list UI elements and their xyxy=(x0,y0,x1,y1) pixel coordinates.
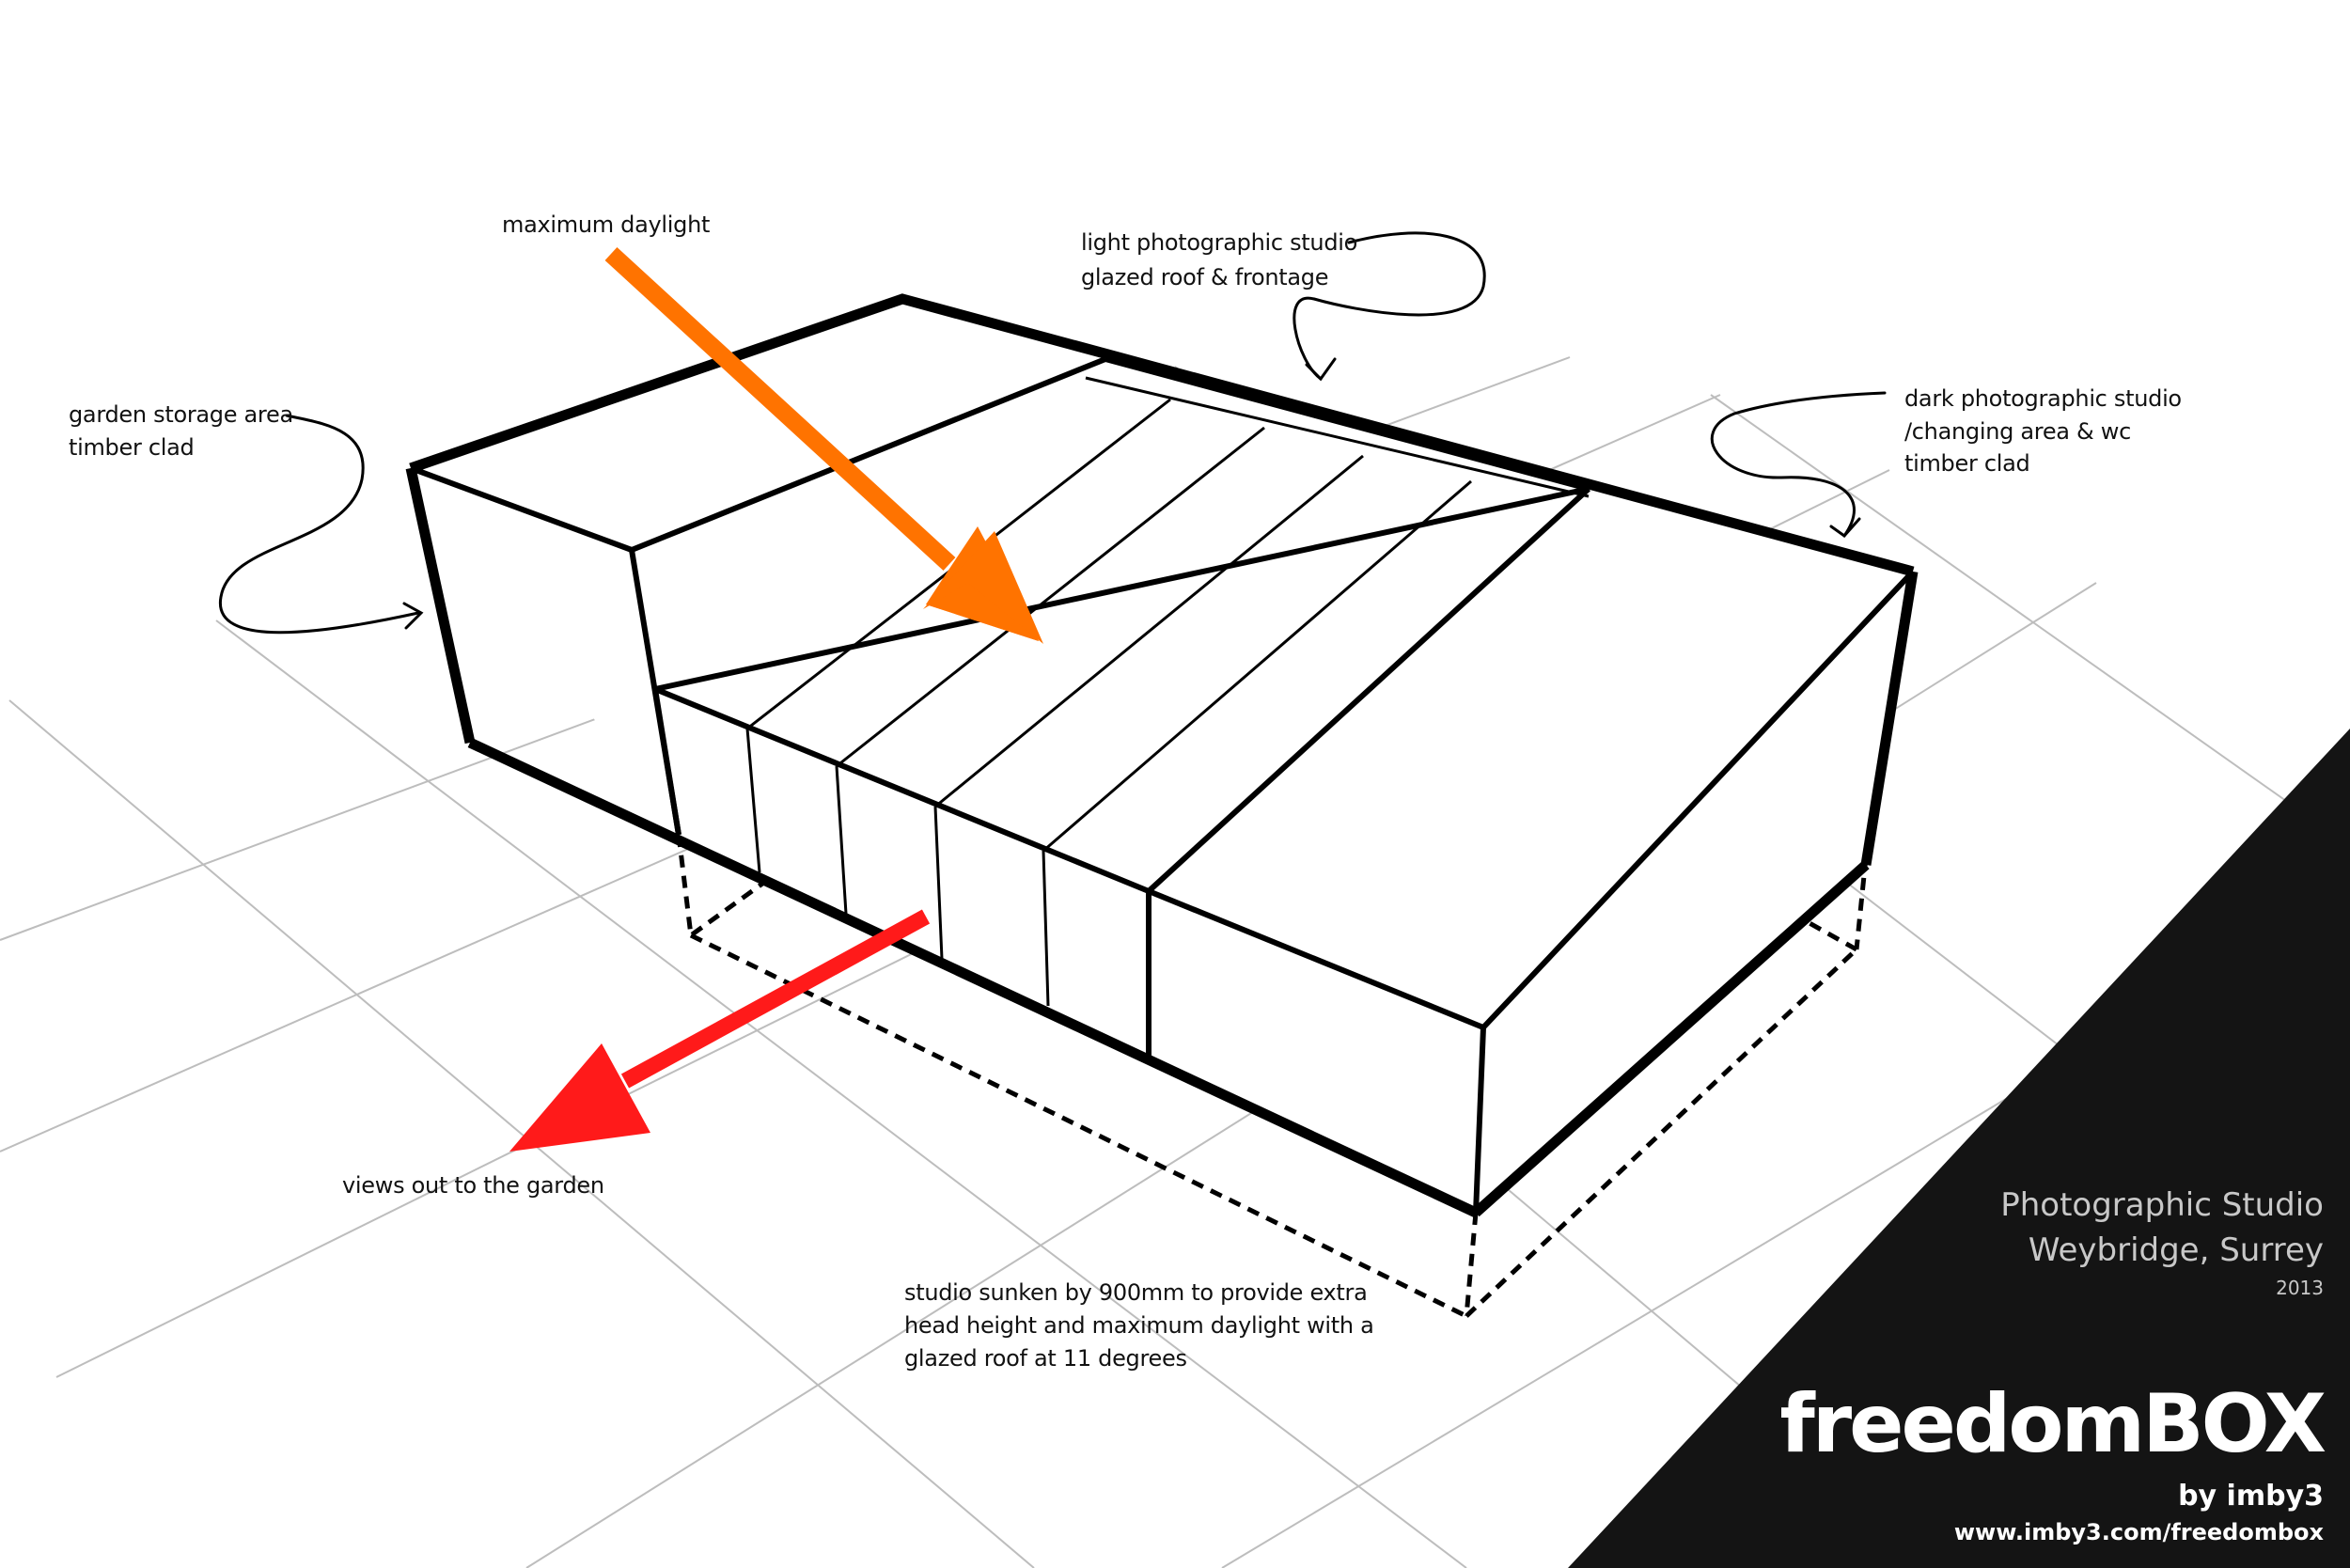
daylight-arrow xyxy=(604,246,1043,644)
label-views-out: views out to the garden xyxy=(342,1172,604,1199)
label-maximum-daylight: maximum daylight xyxy=(502,212,711,238)
label-sunken-line2: head height and maximum daylight with a xyxy=(904,1312,1374,1339)
label-light-studio-line2: glazed roof & frontage xyxy=(1081,264,1329,290)
building-outline xyxy=(405,293,1919,1217)
label-garden-storage-line1: garden storage area xyxy=(69,401,293,428)
views-arrow xyxy=(509,909,931,1152)
label-dark-studio-line2: /changing area & wc xyxy=(1904,418,2132,445)
box-faces xyxy=(411,357,1913,1213)
corner-brand-panel xyxy=(1568,729,2350,1568)
label-garden-storage-line2: timber clad xyxy=(69,434,195,461)
building-edges xyxy=(409,356,1916,1214)
byline: by imby3 xyxy=(2178,1480,2324,1513)
project-name: Photographic Studio xyxy=(2000,1186,2324,1224)
freedombox-logo: freedomBOX xyxy=(1779,1377,2326,1471)
project-location: Weybridge, Surrey xyxy=(2028,1231,2324,1269)
label-dark-studio-line1: dark photographic studio xyxy=(1904,385,2182,412)
leader-lines xyxy=(219,231,1887,635)
label-sunken-line1: studio sunken by 900mm to provide extra xyxy=(904,1279,1368,1306)
project-year: 2013 xyxy=(2276,1277,2324,1299)
website-link[interactable]: www.imby3.com/freedombox xyxy=(1953,1519,2324,1545)
sunken-foundation-outline xyxy=(676,834,1869,1319)
label-sunken-line3: glazed roof at 11 degrees xyxy=(904,1345,1187,1372)
label-dark-studio-line3: timber clad xyxy=(1904,450,2030,477)
label-light-studio-line1: light photographic studio xyxy=(1081,229,1358,256)
